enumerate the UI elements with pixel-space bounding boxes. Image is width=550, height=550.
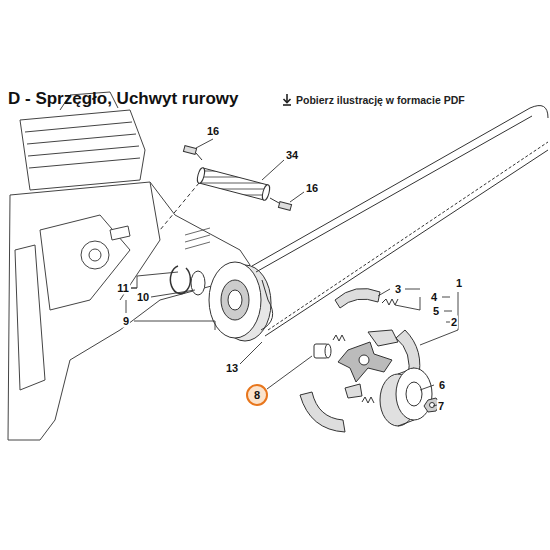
download-icon	[286, 94, 288, 102]
engine-housing	[20, 110, 145, 190]
download-link: Pobierz ilustrację w formacie PDF	[296, 94, 465, 106]
needle-bearing	[325, 344, 331, 358]
clutch-shoe	[345, 384, 362, 398]
leader-line	[395, 297, 420, 310]
callout-number: 10	[136, 291, 150, 304]
callout-number: 16	[305, 182, 319, 195]
screw	[278, 202, 291, 211]
clutch-cover	[406, 382, 422, 406]
leader-line	[267, 356, 312, 389]
v-belt	[261, 280, 273, 330]
screw	[270, 198, 279, 203]
callout-number: 8	[254, 389, 260, 402]
clutch-hub	[338, 342, 392, 382]
callout-number: 2	[450, 316, 458, 329]
callout-number: 16	[206, 125, 220, 138]
leader-line	[196, 139, 213, 148]
screw	[183, 146, 196, 155]
engine-housing	[25, 122, 140, 168]
leader-line	[134, 321, 215, 330]
clutch-drum	[221, 280, 249, 320]
callout-number: 6	[438, 379, 446, 392]
leader-line	[442, 297, 450, 298]
leader-line	[405, 289, 420, 290]
leader-line	[378, 289, 390, 296]
callout-number: 7	[437, 400, 445, 413]
clutch-spring	[382, 299, 398, 305]
v-belt	[265, 150, 548, 336]
leader-line	[240, 342, 262, 364]
callout-number: 13	[225, 362, 239, 375]
circlip	[170, 266, 190, 294]
leader-line	[444, 311, 452, 312]
pipe-handle	[199, 168, 268, 200]
engine-housing	[15, 245, 45, 390]
screw	[196, 153, 202, 160]
clutch-spring	[362, 397, 374, 403]
pipe-handle	[261, 184, 271, 201]
pipe-handle	[196, 167, 206, 184]
callout-number: 5	[432, 305, 440, 318]
v-belt	[252, 106, 548, 266]
callout-number: 1	[455, 277, 463, 290]
download-icon	[283, 94, 291, 105]
clutch-hub	[338, 342, 392, 382]
engine-housing	[81, 241, 109, 269]
circlip	[191, 271, 205, 295]
callout-number: 3	[394, 283, 402, 296]
clutch-drum	[228, 290, 242, 310]
leader-line	[131, 272, 178, 288]
callout-number: 34	[285, 149, 299, 162]
engine-housing	[185, 228, 210, 249]
needle-bearing	[314, 344, 331, 358]
pipe-handle	[160, 183, 199, 230]
leader-line	[262, 160, 284, 180]
highlighted-callout: 8	[246, 384, 268, 406]
nut	[430, 403, 435, 408]
leader-line	[420, 292, 458, 345]
clutch-hub	[359, 355, 369, 365]
clutch-drum	[209, 262, 261, 338]
leader-line	[290, 192, 304, 202]
screw	[183, 146, 291, 211]
v-belt	[256, 116, 532, 272]
clutch-shoe	[368, 330, 398, 346]
diagram-title: D - Sprzęgło, Uchwyt rurowy	[8, 89, 238, 109]
callout-number: 4	[430, 291, 438, 304]
callout-circle	[247, 385, 267, 405]
v-belt	[252, 106, 548, 336]
circlip	[170, 266, 205, 295]
engine-housing	[8, 92, 250, 440]
download-icon	[283, 104, 291, 106]
engine-housing	[110, 226, 130, 240]
leader-line	[151, 290, 195, 297]
download-icon	[284, 99, 291, 103]
engine-housing	[40, 182, 160, 310]
callout-number: 11	[116, 282, 130, 295]
callout-number: 9	[122, 315, 130, 328]
clutch-cover	[396, 368, 432, 420]
engine-housing	[89, 249, 101, 261]
clutch-cover	[380, 368, 432, 426]
clutch-spring	[333, 335, 345, 341]
leader-line	[420, 385, 434, 390]
leader-line	[126, 139, 458, 406]
leader-line	[126, 300, 127, 313]
v-belt	[268, 142, 548, 330]
pipe-handle	[160, 167, 271, 230]
clutch-shoe	[335, 288, 380, 308]
clutch-shoe	[300, 392, 345, 432]
